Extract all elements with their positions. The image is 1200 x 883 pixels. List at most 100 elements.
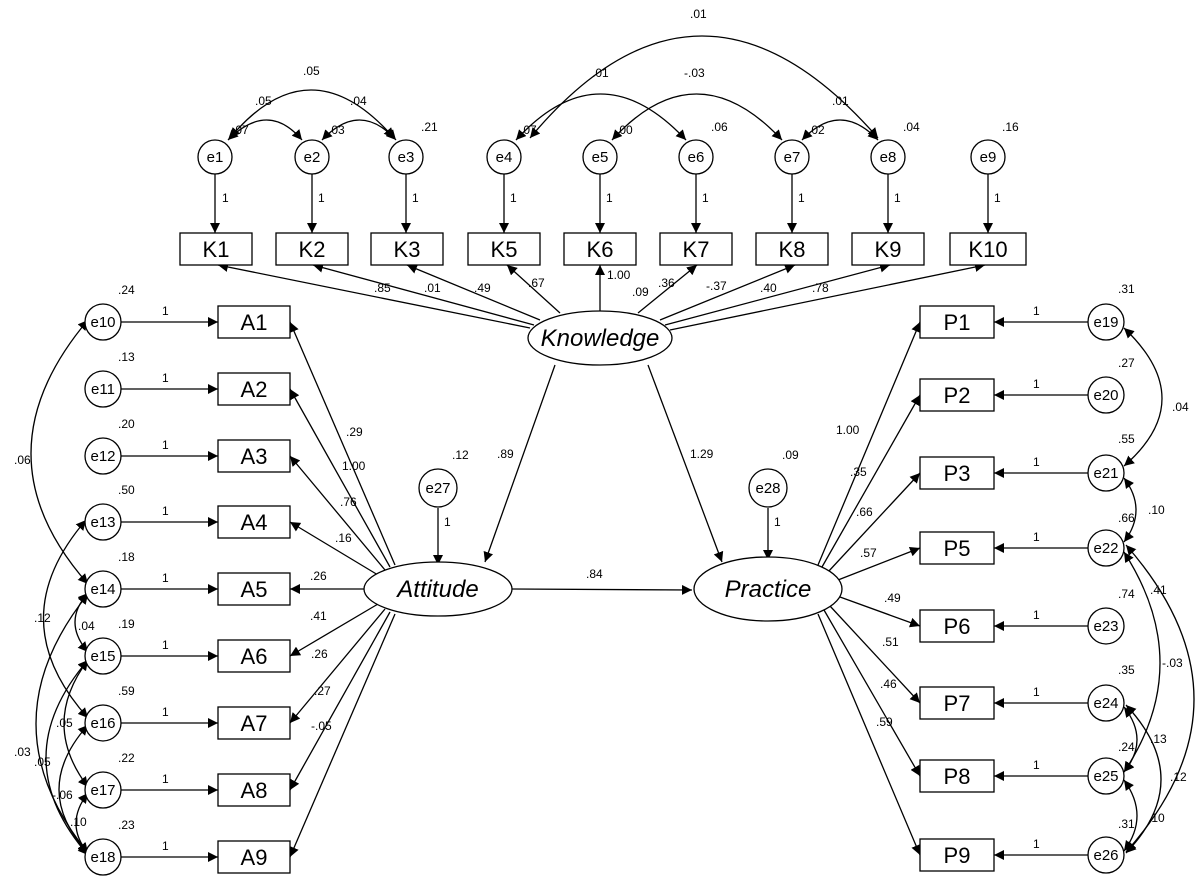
weight-e24: 1 [1033, 685, 1040, 699]
path-knowledge-practice [647, 364, 724, 563]
cov-label-e16-e18: .05 [34, 755, 51, 769]
indicator-k9: K9 [851, 232, 925, 266]
cov-e5-e7 [611, 93, 783, 141]
cov-label-e19-e21: .04 [1172, 400, 1189, 414]
error-e23: e23 [1087, 607, 1125, 645]
latent-practice-label: Practice [725, 576, 812, 603]
indicator-k3-label: K3 [394, 237, 421, 262]
loading-label-k7: .09 [632, 285, 649, 299]
loading-a7 [289, 608, 386, 724]
loading-label-a2: 1.00 [342, 459, 366, 473]
path-knowledge-attitude [483, 364, 556, 563]
variance-e25: .24 [1118, 740, 1135, 754]
error-e6: e6 [678, 139, 714, 175]
error-e13-label: e13 [90, 514, 115, 531]
weight-e12: 1 [162, 438, 169, 452]
indicator-p9: P9 [919, 838, 995, 872]
cov-e15-e18 [45, 659, 89, 856]
weight-e11: 1 [162, 371, 169, 385]
variance-e10: .24 [118, 283, 135, 297]
indicator-p6: P6 [919, 609, 995, 643]
weight-e20: 1 [1033, 377, 1040, 391]
indicator-k7-label: K7 [683, 237, 710, 262]
indicator-k5: K5 [467, 232, 541, 266]
error-e10: e10 [84, 303, 122, 341]
cov-e24-e26 [1125, 704, 1162, 854]
loading-k2 [312, 262, 535, 326]
weight-e26: 1 [1033, 837, 1040, 851]
loading-k5 [506, 264, 561, 314]
variance-e5: .00 [616, 123, 633, 137]
error-e8-label: e8 [880, 149, 897, 166]
indicator-p1: P1 [919, 305, 995, 339]
indicator-a9: A9 [217, 840, 291, 874]
variance-e3: .21 [421, 120, 438, 134]
error-e25: e25 [1087, 757, 1125, 795]
cov-e21-e22 [1123, 477, 1137, 543]
cov-label-e24-e25: .13 [1150, 732, 1167, 746]
variance-e26: .31 [1118, 817, 1135, 831]
variance-e7: .02 [808, 123, 825, 137]
loading-label-k9: .40 [760, 281, 777, 295]
loading-label-k8: .36 [658, 276, 675, 290]
cov-label-e14-e18: .05 [56, 716, 73, 730]
structural-label-knowledge-practice: 1.29 [690, 447, 714, 461]
error-e25-label: e25 [1093, 768, 1118, 785]
weight-e22: 1 [1033, 530, 1040, 544]
error-e19: e19 [1087, 303, 1125, 341]
cov-label-e21-e22: .10 [1148, 503, 1165, 517]
variance-e24: .35 [1118, 663, 1135, 677]
indicator-k10: K10 [949, 232, 1027, 266]
indicator-p1-label: P1 [944, 310, 971, 335]
error-e14: e14 [84, 570, 122, 608]
indicator-a5-label: A5 [241, 577, 268, 602]
cov-label-e2-e3: .04 [350, 94, 367, 108]
cov-e1-e3 [229, 89, 395, 139]
error-e5-label: e5 [592, 149, 609, 166]
indicator-k3: K3 [370, 232, 444, 266]
error-e2-label: e2 [304, 149, 321, 166]
indicator-p8-label: P8 [944, 764, 971, 789]
variance-e9: .16 [1002, 120, 1019, 134]
indicator-p3: P3 [919, 456, 995, 490]
loading-p6 [839, 596, 921, 628]
variance-e16: .59 [118, 684, 135, 698]
weight-e2: 1 [318, 191, 325, 205]
loading-label-p9: .59 [876, 715, 893, 729]
indicator-a9-label: A9 [241, 845, 268, 870]
indicator-p3-label: P3 [944, 461, 971, 486]
indicator-a1-label: A1 [241, 310, 268, 335]
error-e28-label: e28 [755, 480, 780, 497]
error-e27-label: e27 [425, 480, 450, 497]
cov-e15-e17 [63, 659, 89, 788]
indicator-k5-label: K5 [491, 237, 518, 262]
weight-e17: 1 [162, 772, 169, 786]
error-e3: e3 [388, 139, 424, 175]
loading-label-p5: .57 [860, 546, 877, 560]
indicator-a6: A6 [217, 639, 291, 673]
error-e19-label: e19 [1093, 314, 1118, 331]
cov-label-e5-e7: -.03 [684, 66, 705, 80]
loading-label-k10: .78 [812, 281, 829, 295]
latent-knowledge: Knowledge [527, 310, 673, 366]
error-e8: e8 [870, 139, 906, 175]
error-e16: e16 [84, 704, 122, 742]
error-e17-label: e17 [90, 782, 115, 799]
error-e4-label: e4 [496, 149, 513, 166]
cov-label-e25-e26: .10 [1148, 811, 1165, 825]
loading-a2 [289, 388, 391, 568]
cov-label-e4-e8: .01 [690, 7, 707, 21]
cov-e16-e18 [58, 724, 89, 854]
loading-label-a1: .29 [346, 425, 363, 439]
error-e9: e9 [970, 139, 1006, 175]
indicator-p9-label: P9 [944, 843, 971, 868]
indicator-a8-label: A8 [241, 778, 268, 803]
cov-e17-e18 [75, 792, 89, 854]
variance-e27: .12 [452, 448, 469, 462]
error-e21-label: e21 [1093, 465, 1118, 482]
weight-e14: 1 [162, 571, 169, 585]
indicator-p2-label: P2 [944, 383, 971, 408]
indicator-a4: A4 [217, 505, 291, 539]
error-e12-label: e12 [90, 448, 115, 465]
